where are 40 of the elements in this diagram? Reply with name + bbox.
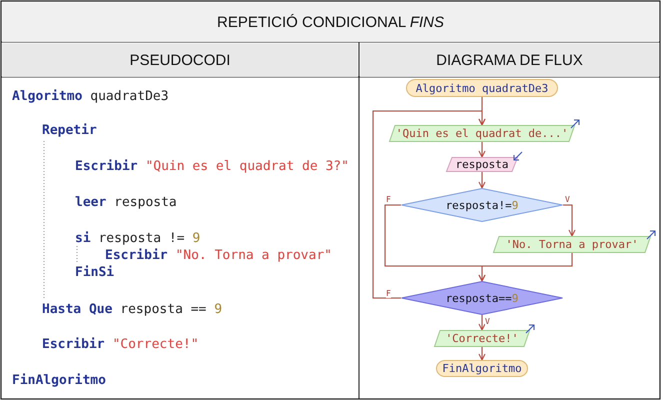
node-text: resposta bbox=[456, 158, 508, 171]
node-text: FinAlgoritmo bbox=[442, 362, 522, 375]
node-text: 'Correcte!' bbox=[446, 332, 518, 345]
code-line: Hasta Que resposta == 9 bbox=[42, 302, 222, 318]
terminal-box bbox=[406, 79, 558, 97]
code-line: leer resposta bbox=[75, 195, 177, 211]
node-text: 'Quin es el quadrat de...' bbox=[396, 127, 568, 140]
code-line: Escribir "No. Torna a provar" bbox=[105, 248, 332, 264]
node-text: 'No. Torna a provar' bbox=[506, 238, 638, 251]
title: REPETICIÓ CONDICIONAL FINS bbox=[217, 14, 444, 30]
input-parallelogram bbox=[446, 157, 518, 172]
arrow bbox=[478, 346, 486, 360]
code-line: Escribir "Quin es el quadrat de 3?" bbox=[75, 159, 349, 175]
terminal-box bbox=[436, 360, 528, 377]
edge-label: V bbox=[565, 195, 570, 204]
code-line: FinAlgoritmo bbox=[12, 373, 106, 389]
output-parallelogram bbox=[434, 330, 530, 347]
edge-label: V bbox=[485, 317, 490, 326]
column-header: PSEUDOCODI bbox=[2, 43, 358, 77]
code-line: Repetir bbox=[42, 123, 97, 139]
node-text: Algoritmo quadratDe3 bbox=[416, 82, 548, 94]
code-line: Algoritmo quadratDe3 bbox=[12, 89, 169, 105]
edge-label: F bbox=[386, 289, 391, 298]
arrow bbox=[478, 142, 486, 158]
code-line: FinSi bbox=[75, 265, 114, 281]
arrow bbox=[478, 172, 486, 188]
arrow bbox=[372, 110, 486, 298]
node-text: resposta!=9 bbox=[446, 198, 518, 212]
code-line: si resposta != 9 bbox=[75, 231, 200, 247]
output-parallelogram bbox=[493, 236, 651, 253]
arrow bbox=[478, 314, 486, 330]
decision-diamond bbox=[401, 188, 563, 222]
code-line: Escribir "Correcte!" bbox=[42, 337, 199, 353]
node-text: resposta==9 bbox=[446, 292, 518, 304]
output-parallelogram bbox=[389, 125, 575, 142]
arrow bbox=[478, 252, 572, 282]
decision-diamond bbox=[401, 281, 563, 315]
arrow bbox=[562, 204, 576, 236]
column-header: DIAGRAMA DE FLUX bbox=[360, 43, 659, 77]
edge-label: F bbox=[386, 195, 391, 204]
